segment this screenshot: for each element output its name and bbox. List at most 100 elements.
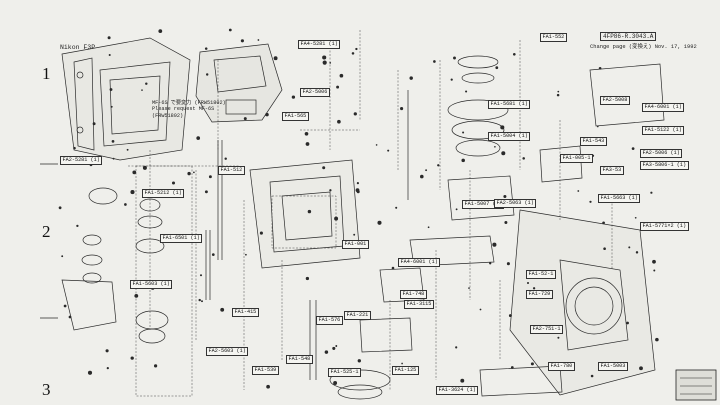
screw-mark xyxy=(639,366,643,371)
screw-mark xyxy=(305,276,310,281)
screw-mark xyxy=(142,165,147,170)
screw-mark xyxy=(304,131,309,136)
screw-mark xyxy=(112,157,115,160)
screw-mark xyxy=(126,148,129,151)
screw-mark xyxy=(208,175,212,179)
screw-mark xyxy=(387,149,390,152)
screw-mark xyxy=(228,28,232,32)
callout-fa1-001: FA1-001 xyxy=(342,240,369,249)
row-number-1: 1 xyxy=(42,64,51,83)
callout-fa1-5212: FA1-5212 (1) xyxy=(142,189,185,198)
callout-fa1-3115: FA1-3115 xyxy=(404,300,434,309)
screw-mark xyxy=(68,315,72,319)
screw-mark xyxy=(506,262,510,266)
callout-fa1-525: FA1-525-1 xyxy=(328,368,362,377)
callout-fa3-5806: FA3-5806-1 (1) xyxy=(640,161,689,170)
callout-fa1-552: FA1-552 xyxy=(540,33,567,42)
screw-mark xyxy=(351,52,355,55)
callout-fa2-5006b: FA2-5006 xyxy=(300,88,330,97)
callout-fa2-5281: FA2-5281 (1) xyxy=(60,156,103,165)
screw-mark xyxy=(500,125,505,130)
callout-fa2-5603: FA2-5603 (1) xyxy=(206,347,249,356)
screw-mark xyxy=(556,93,560,97)
screw-mark xyxy=(92,122,96,126)
screw-mark xyxy=(353,112,357,116)
callout-fa1-748: FA1-748 xyxy=(400,290,427,299)
screw-mark xyxy=(602,221,605,225)
screw-mark xyxy=(510,366,514,369)
screw-mark xyxy=(353,233,356,236)
callout-fa1-539: FA1-539 xyxy=(252,366,279,375)
screw-mark xyxy=(61,255,64,258)
callout-fa3-53: FA3-53 xyxy=(600,166,624,175)
screw-mark xyxy=(324,350,329,354)
screw-mark xyxy=(266,384,270,389)
callout-fa1-3624: FA1-3624 (1) xyxy=(436,386,479,395)
screw-mark xyxy=(76,224,79,228)
callout-fa4-5281: FA4-5281 (1) xyxy=(298,40,341,49)
screw-mark xyxy=(145,82,148,85)
screw-mark xyxy=(110,105,113,108)
screw-mark xyxy=(450,78,453,81)
screw-mark xyxy=(628,246,631,249)
screw-mark xyxy=(199,274,203,277)
screw-mark xyxy=(522,157,525,160)
callout-fa1-5681: FA1-5681 (1) xyxy=(488,100,531,109)
callout-fa1-221: FA1-221 xyxy=(344,311,371,320)
screw-mark xyxy=(257,39,260,41)
screw-mark xyxy=(332,346,336,350)
screw-mark xyxy=(495,66,499,70)
screw-mark xyxy=(356,182,359,185)
callout-fa4-6001-mid: FA4-6001 (1) xyxy=(398,258,441,267)
screw-mark xyxy=(105,349,109,353)
document-code: 4FP86-R.3043.A xyxy=(600,32,657,41)
screw-mark xyxy=(333,381,338,385)
screw-mark xyxy=(650,191,653,194)
screw-mark xyxy=(336,85,340,89)
callout-fa1-125: FA1-125 xyxy=(392,366,419,375)
screw-mark xyxy=(273,56,278,61)
screw-mark xyxy=(598,66,602,70)
callout-fa1-5663: FA1-5663 (1) xyxy=(598,194,641,203)
callout-fa1-548: FA1-548 xyxy=(286,355,313,364)
screw-mark xyxy=(196,136,201,140)
screw-mark xyxy=(455,208,458,211)
change-page-line: Change page (変換え) Nov. 17, 1992 xyxy=(590,44,697,50)
callout-fa2-5008: FA2-5008 xyxy=(600,96,630,105)
screw-mark xyxy=(201,300,203,303)
screw-mark xyxy=(109,88,113,91)
screw-mark xyxy=(395,206,398,209)
screw-mark xyxy=(204,190,208,194)
screw-mark xyxy=(420,174,424,179)
screw-mark xyxy=(590,374,594,378)
callout-fa1-005-1: FA1-005-1 xyxy=(560,154,594,163)
screw-mark xyxy=(427,226,430,229)
screw-mark xyxy=(322,55,327,60)
callout-fa1-5771: FA1-5771×2 (1) xyxy=(640,222,689,231)
screw-mark xyxy=(377,220,382,225)
screw-mark xyxy=(589,200,592,203)
screw-mark xyxy=(557,336,560,339)
screw-mark xyxy=(130,190,135,195)
screw-mark xyxy=(501,151,506,156)
screw-mark xyxy=(307,209,312,214)
callout-fa1-565: FA1-565 xyxy=(282,112,309,121)
screw-mark xyxy=(193,171,195,174)
callout-fa1-576: FA1-576 xyxy=(316,316,343,325)
screw-mark xyxy=(73,146,76,150)
screw-mark xyxy=(400,107,404,111)
screw-mark xyxy=(132,170,137,175)
screw-mark xyxy=(224,157,227,160)
screw-mark xyxy=(245,253,247,256)
screw-mark xyxy=(494,145,496,148)
screw-mark xyxy=(626,321,629,325)
screw-mark xyxy=(58,206,62,210)
screw-mark xyxy=(134,293,139,298)
screw-mark xyxy=(198,298,201,302)
callout-fa1-415: FA1-415 xyxy=(232,308,259,317)
screw-mark xyxy=(455,346,458,349)
screw-mark xyxy=(187,171,191,176)
row-number-3: 3 xyxy=(42,380,51,399)
screw-mark xyxy=(653,269,656,272)
screw-mark xyxy=(337,119,341,124)
